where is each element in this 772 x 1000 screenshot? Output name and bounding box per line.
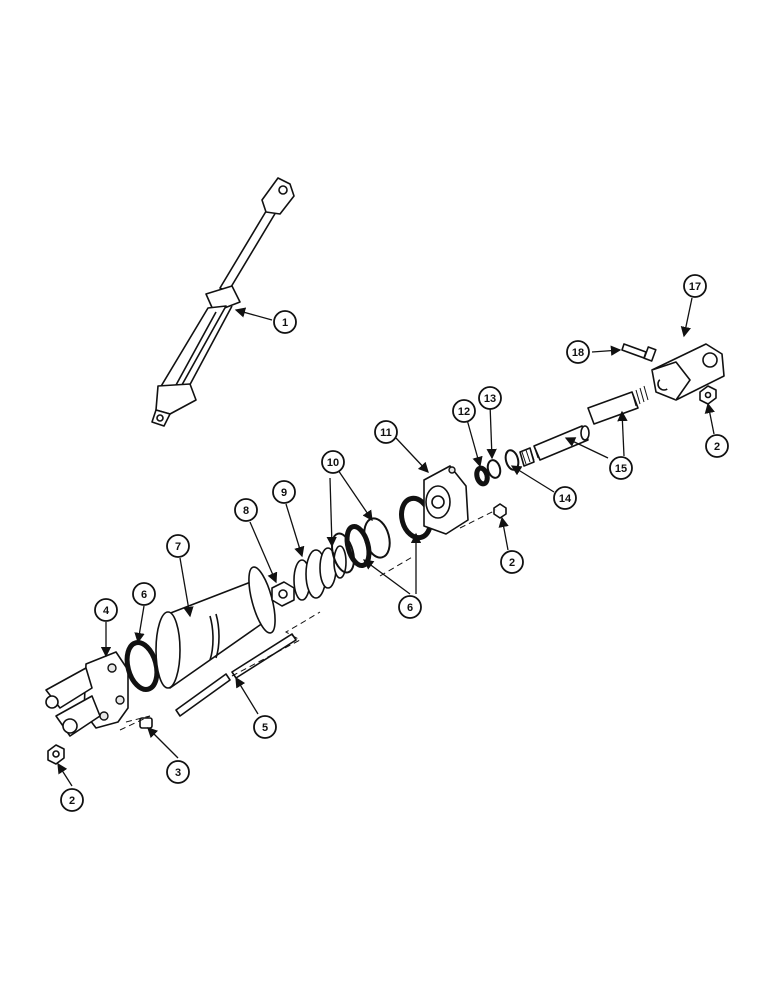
backup-ring	[486, 459, 502, 479]
callout-8: 8	[234, 498, 258, 522]
piston-nut-part	[271, 581, 295, 607]
svg-text:7: 7	[175, 541, 181, 553]
callout-4: 4	[94, 598, 118, 622]
svg-text:11: 11	[380, 427, 392, 439]
svg-text:17: 17	[689, 281, 701, 293]
callout-12: 12	[452, 399, 476, 423]
callout-5: 5	[253, 715, 277, 739]
svg-text:2: 2	[509, 557, 515, 569]
callout-6-piston: 6	[398, 595, 422, 619]
base-clevis-part	[45, 651, 129, 737]
callout-9: 9	[272, 480, 296, 504]
callout-2-upper: 2	[705, 434, 729, 458]
callout-11: 11	[374, 420, 398, 444]
wiper-ring	[504, 449, 520, 471]
callout-2-center: 2	[500, 550, 524, 574]
callout-10: 10	[321, 450, 345, 474]
svg-text:14: 14	[559, 493, 572, 505]
callout-18: 18	[566, 340, 590, 364]
svg-text:1: 1	[282, 317, 288, 329]
plug-part	[139, 717, 153, 729]
callout-1: 1	[273, 310, 297, 334]
svg-text:15: 15	[615, 463, 627, 475]
svg-text:8: 8	[243, 505, 249, 517]
nut-part-upper	[699, 385, 717, 405]
svg-text:5: 5	[262, 722, 268, 734]
callout-13: 13	[478, 386, 502, 410]
svg-text:6: 6	[141, 589, 147, 601]
callout-3: 3	[166, 760, 190, 784]
svg-text:4: 4	[103, 605, 110, 617]
svg-text:18: 18	[572, 347, 584, 359]
leader-lines	[57, 297, 715, 787]
svg-text:2: 2	[714, 441, 720, 453]
assembled-cylinder	[151, 177, 295, 427]
nut-part-center	[493, 503, 507, 519]
wear-ring-b	[363, 517, 391, 559]
piston-part	[293, 545, 347, 601]
svg-text:9: 9	[281, 487, 287, 499]
wear-ring-a	[331, 532, 355, 574]
svg-text:6: 6	[407, 602, 413, 614]
callout-2-lower: 2	[60, 788, 84, 812]
svg-text:13: 13	[484, 393, 496, 405]
nut-part-lower	[47, 744, 65, 765]
svg-text:2: 2	[69, 795, 75, 807]
piston-seal-ring	[344, 524, 372, 568]
callout-15: 15	[609, 456, 633, 480]
svg-text:12: 12	[458, 406, 470, 418]
head-gland-part	[423, 465, 469, 535]
piston-rod-part	[519, 385, 649, 467]
svg-text:10: 10	[327, 457, 339, 469]
barrel-part	[155, 566, 276, 689]
rod-clevis-part	[651, 343, 725, 401]
tie-rod-parts	[175, 633, 297, 717]
callout-17: 17	[683, 274, 707, 298]
clevis-bolt-part	[621, 343, 657, 362]
assembly-axis-lower	[119, 611, 321, 731]
callout-7: 7	[166, 534, 190, 558]
callout-14: 14	[553, 486, 577, 510]
svg-text:3: 3	[175, 767, 181, 779]
callout-6-lower: 6	[132, 582, 156, 606]
rod-seal-ring	[474, 465, 490, 487]
assembly-axis-upper	[125, 509, 497, 723]
